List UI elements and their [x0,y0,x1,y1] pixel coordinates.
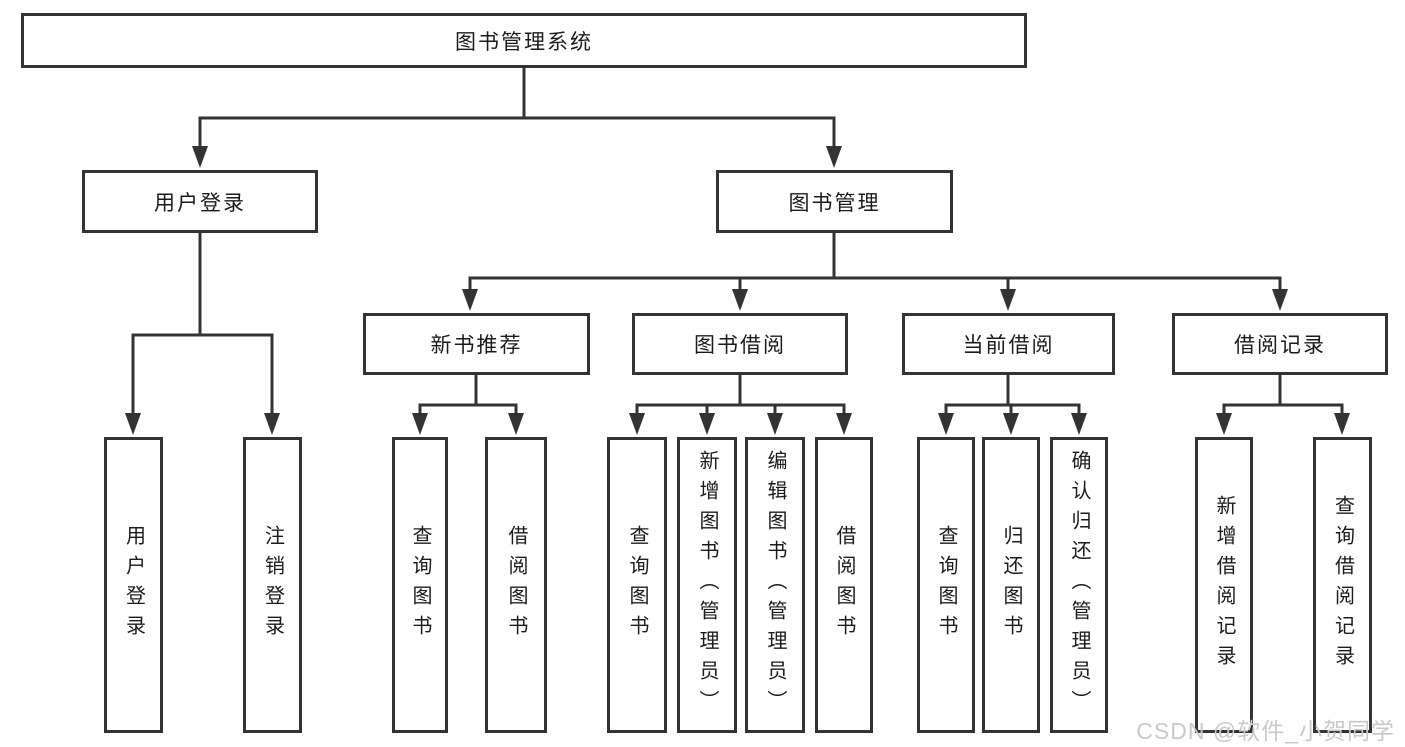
leaf-add-book-admin-label: 新增图书（管理员） [696,450,718,720]
arrowhead [462,289,478,311]
arrowhead [629,413,645,435]
leaf-return-book: 归还图书 [982,437,1040,733]
leaf-logout: 注销登录 [243,437,302,733]
arrowhead [1000,289,1016,311]
arrowhead [125,413,141,435]
leaf-query-books-borrowing-label: 查询图书 [626,525,648,645]
leaf-edit-book-admin-label: 编辑图书（管理员） [764,450,786,720]
leaf-query-borrow-record: 查询借阅记录 [1313,437,1372,733]
arrowhead [1071,413,1087,435]
leaf-confirm-return-admin-label: 确认归还（管理员） [1068,450,1090,720]
node-borrowing-records: 借阅记录 [1172,313,1388,375]
arrowhead [192,146,208,168]
arrowhead [1003,413,1019,435]
arrowhead [1216,413,1232,435]
csdn-watermark: CSDN @软件_小贺同学 [1136,718,1395,744]
arrowhead [508,413,524,435]
leaf-query-books-current-label: 查询图书 [935,525,957,645]
root-node-system-title: 图书管理系统 [21,13,1027,68]
leaf-user-login-label: 用户登录 [122,525,145,645]
node-current-borrowing: 当前借阅 [902,313,1115,375]
leaf-confirm-return-admin: 确认归还（管理员） [1050,437,1108,733]
leaf-borrow-books-borrowing-label: 借阅图书 [833,525,855,645]
leaf-return-book-label: 归还图书 [1000,525,1022,645]
leaf-query-books-borrowing: 查询图书 [607,437,667,733]
arrowhead [1334,413,1350,435]
leaf-borrow-books-recommend-label: 借阅图书 [505,525,527,645]
arrowhead [767,413,783,435]
node-book-borrowing: 图书借阅 [632,313,848,375]
arrowhead [732,289,748,311]
arrowhead [826,146,842,168]
leaf-add-book-admin: 新增图书（管理员） [677,437,737,733]
leaf-add-borrow-record: 新增借阅记录 [1195,437,1253,733]
node-book-management-module: 图书管理 [716,170,953,233]
leaf-logout-label: 注销登录 [261,525,284,645]
arrowhead [699,413,715,435]
leaf-query-borrow-record-label: 查询借阅记录 [1331,495,1354,675]
leaf-query-books-recommend: 查询图书 [392,437,448,733]
leaf-borrow-books-recommend: 借阅图书 [485,437,547,733]
arrowhead [412,413,428,435]
leaf-edit-book-admin: 编辑图书（管理员） [745,437,805,733]
leaf-borrow-books-borrowing: 借阅图书 [815,437,873,733]
leaf-user-login: 用户登录 [104,437,163,733]
arrowhead [1272,289,1288,311]
node-user-login-module: 用户登录 [82,170,318,233]
leaf-query-books-current: 查询图书 [917,437,975,733]
leaf-add-borrow-record-label: 新增借阅记录 [1213,495,1235,675]
leaf-query-books-recommend-label: 查询图书 [409,525,431,645]
arrowhead [264,413,280,435]
node-new-book-recommend: 新书推荐 [363,313,590,375]
arrowhead [938,413,954,435]
arrowhead [836,413,852,435]
